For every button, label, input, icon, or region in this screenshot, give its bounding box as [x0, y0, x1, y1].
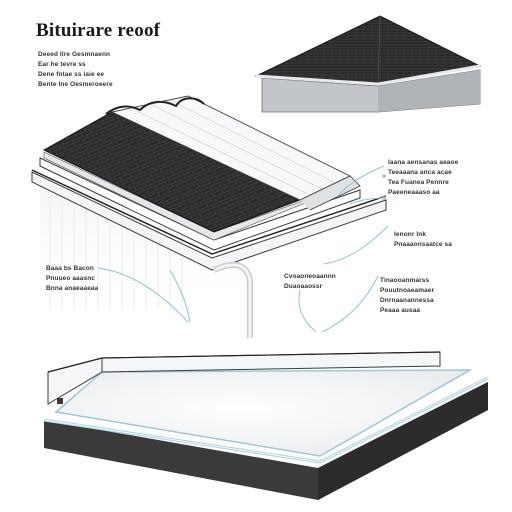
- leader-lines: [97, 165, 389, 333]
- callout-line: Pnuueo aaasnc: [46, 275, 95, 282]
- leader-lower-right: [321, 275, 379, 333]
- callout-line: Pnaaaonsaatce sa: [394, 241, 452, 248]
- hip-roof-fascia: [255, 64, 481, 86]
- drip-edge: [31, 169, 387, 255]
- callout-left: Baaa bs Bacon Pnuueo aaasnc Bnna anaeaae…: [46, 264, 98, 294]
- intro-line: Dene fntae ss iaie ee: [38, 71, 105, 78]
- intro-line: Ear he tevre ss: [38, 61, 86, 68]
- callout-line: Tea Fuanea Pennre: [388, 179, 449, 186]
- callout-line: Tinaooanmarss: [380, 277, 430, 284]
- membrane-surface: [54, 369, 473, 457]
- callout-line: Iaana aensanas aeaoe: [388, 159, 459, 166]
- leader-mid-right: [323, 225, 389, 265]
- callout-center: Cvoaoneoaannn Duaoaaossr: [284, 272, 336, 292]
- roof-deck-board: [31, 171, 387, 271]
- leader-upper-right: [337, 165, 385, 197]
- intro-line: Deeed Ilre Gesmnaenn: [38, 51, 111, 58]
- leader-center: [298, 289, 317, 333]
- callout-mid-right-b: Tinaooanmarss Pouutnoaeamaer Dnrnaananne…: [380, 276, 434, 316]
- membrane-roll-edge: [105, 97, 205, 115]
- callout-mid-right-a: Ienonr Ink Pnaaaonsaatce sa: [394, 230, 452, 250]
- callout-line: Pouutnoaeamaer: [380, 287, 435, 294]
- flat-roof-slab: [43, 351, 489, 500]
- callout-line: Baaa bs Bacon: [46, 265, 94, 272]
- callout-line: Cvoaoneoaannn: [284, 273, 336, 280]
- leader-left: [97, 267, 189, 323]
- callout-line: Ienonr Ink: [394, 231, 427, 238]
- callout-line: Bnna anaeaaeaa: [46, 285, 99, 292]
- callout-line: Paeeneaaaso aa: [388, 189, 440, 196]
- callout-line: Teeaaana anca acae: [388, 169, 452, 176]
- hip-roof-wall-side: [378, 70, 480, 112]
- callout-line: Peaaa ausaa: [380, 307, 421, 314]
- callout-upper-right: Iaana aensanas aeaoe Teeaaana anca acae …: [388, 158, 458, 198]
- callout-line: Dnrnaanannessa: [380, 297, 434, 304]
- intro-line: Bente Ine Oesmeroeere: [38, 81, 113, 88]
- hip-roof-illustration: [254, 15, 482, 113]
- downspout: [212, 261, 253, 338]
- callout-line: Duaoaaossr: [284, 283, 323, 290]
- roof-assembly: [31, 95, 387, 271]
- hip-roof-shingles: [254, 15, 482, 85]
- intro-text: Deeed Ilre Gesmnaenn Ear he tevre ss Den…: [38, 50, 113, 90]
- diagram-title: Bituirare reoof: [36, 20, 161, 41]
